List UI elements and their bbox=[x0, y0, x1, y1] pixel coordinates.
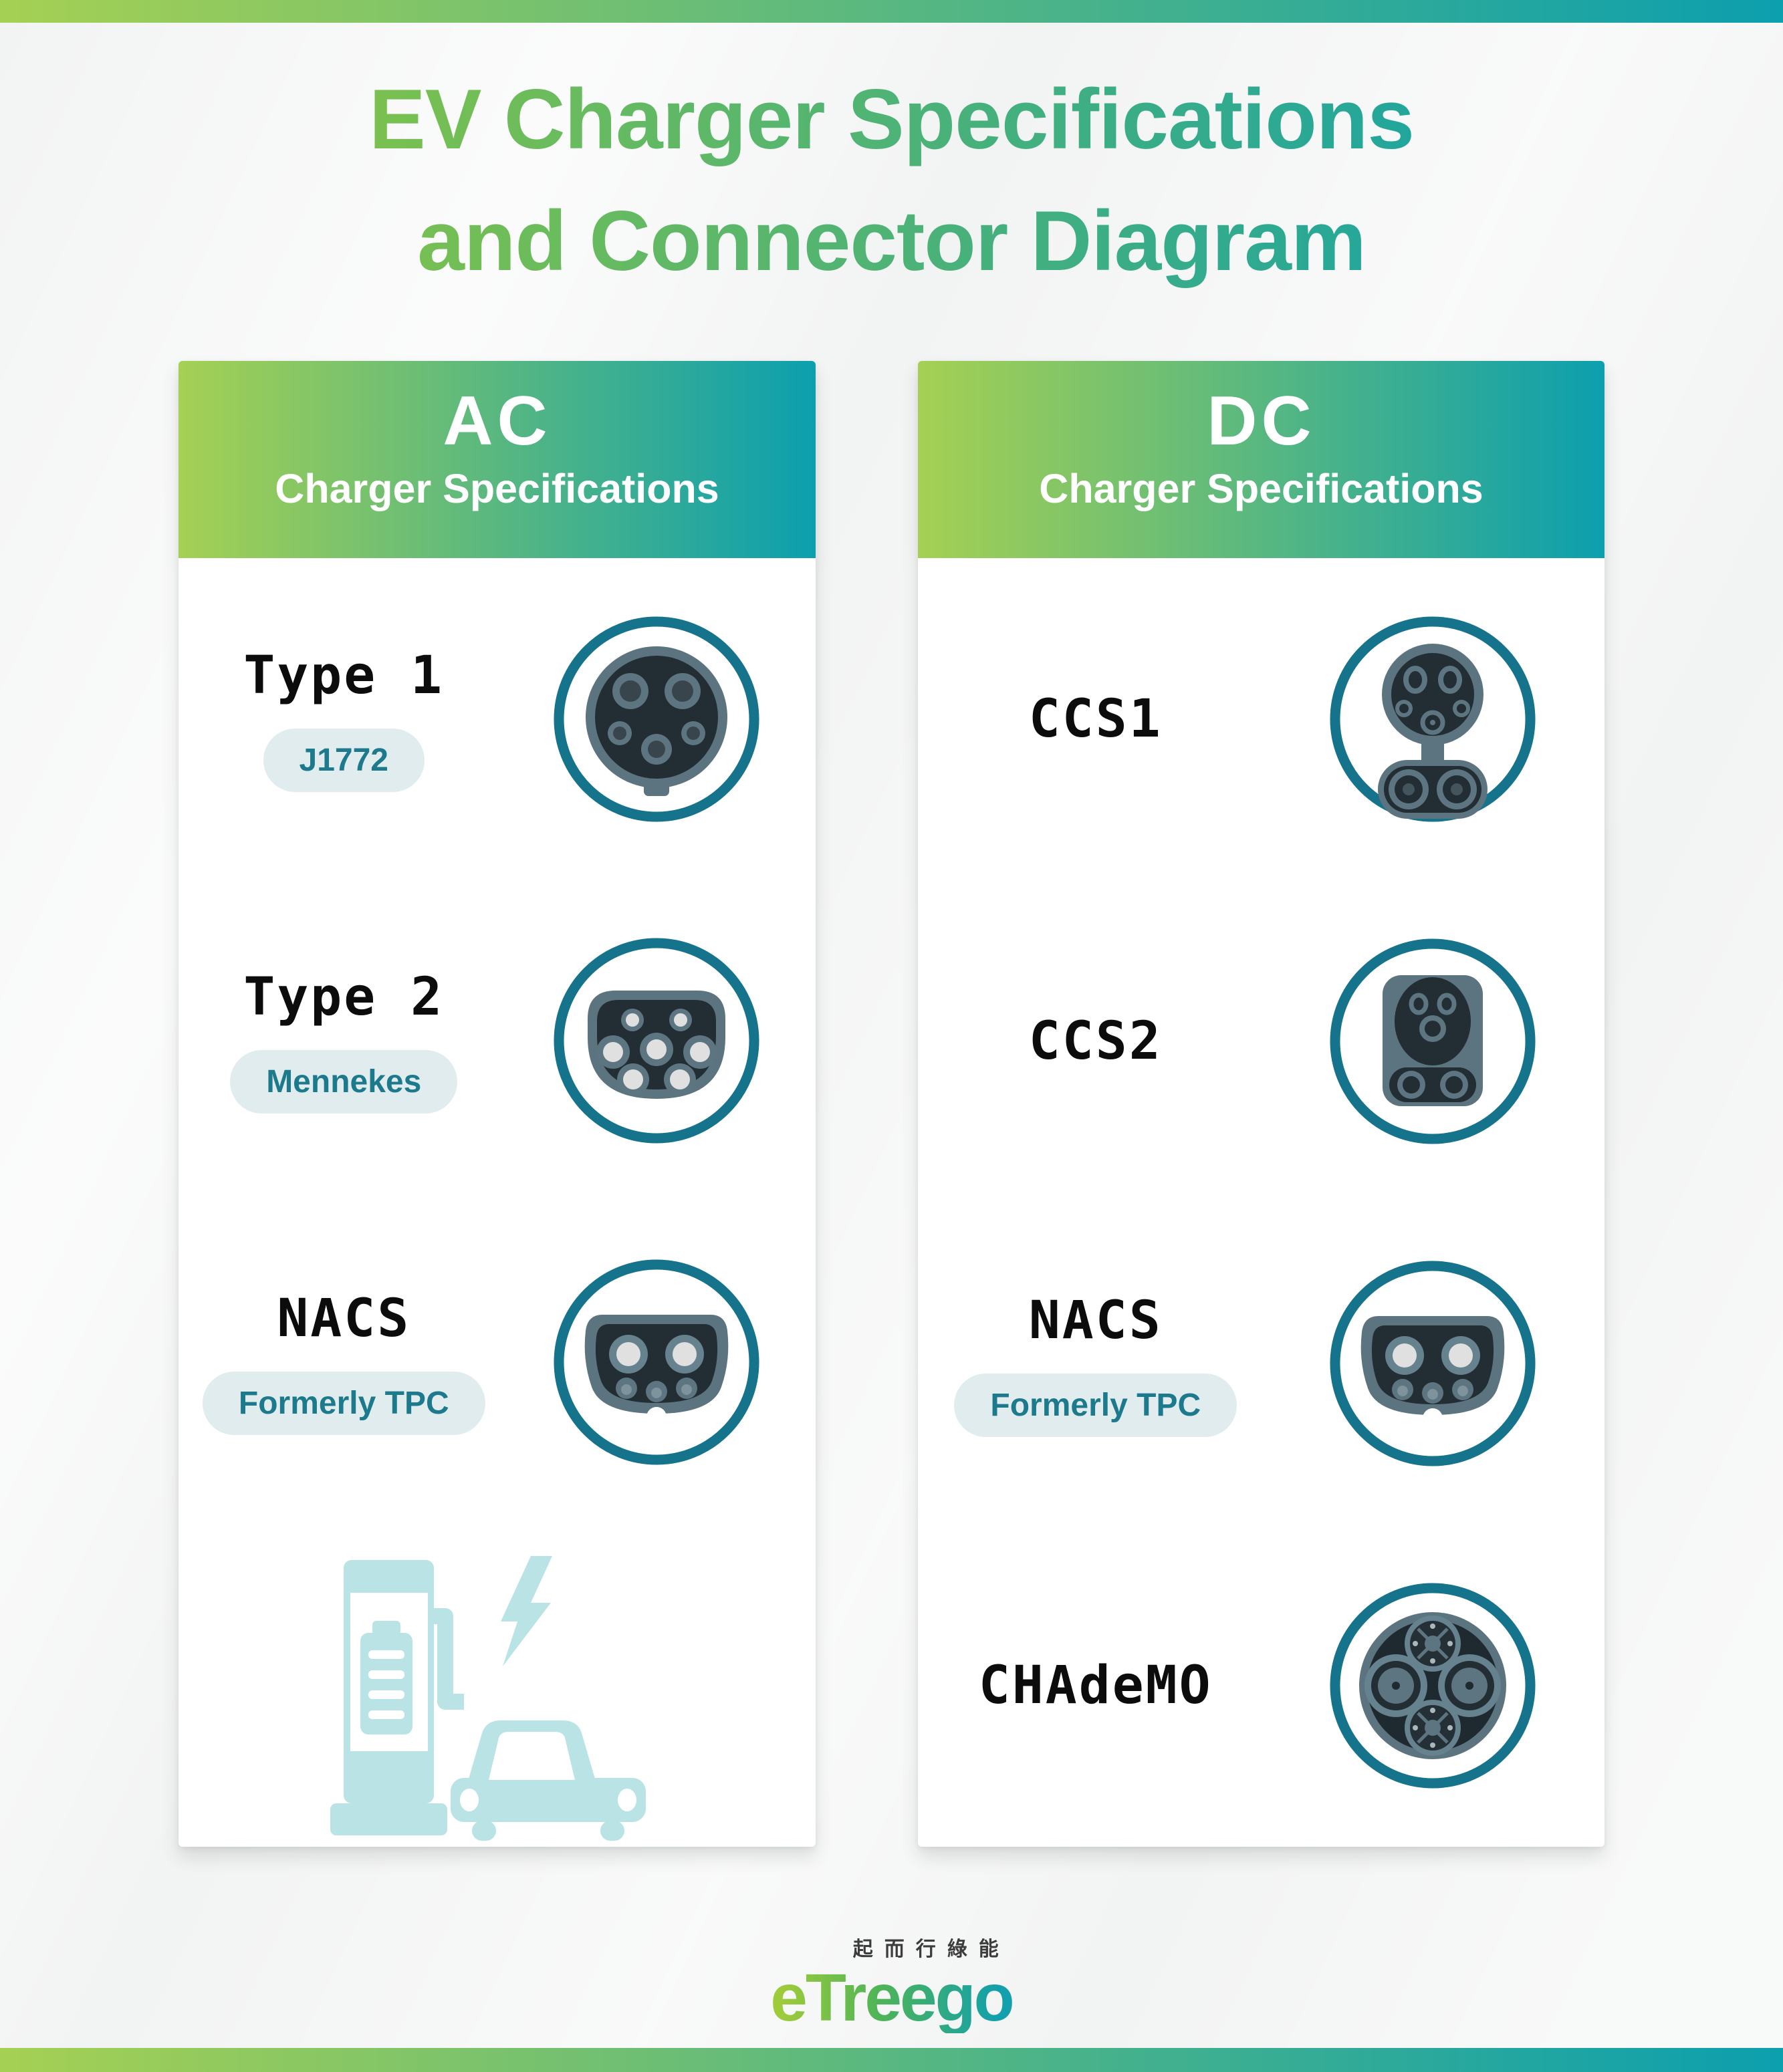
chademo-connector-icon bbox=[1262, 1582, 1605, 1789]
etreego-logo: eTreego bbox=[770, 1960, 1014, 2035]
row-ccs1: CCS1 bbox=[918, 558, 1604, 880]
row-nacs-ac: NACS Formerly TPC bbox=[179, 1201, 816, 1523]
type2-label: Type 2 bbox=[243, 967, 445, 1027]
row-chademo: CHAdeMO bbox=[918, 1525, 1604, 1847]
row-ccs2: CCS2 bbox=[918, 880, 1604, 1202]
row-type1-labels: Type 1 J1772 bbox=[179, 646, 497, 792]
dc-card-title: DC bbox=[1207, 382, 1316, 460]
ac-card-header: AC Charger Specifications bbox=[179, 361, 816, 558]
ac-card-title: AC bbox=[443, 382, 552, 460]
row-ccs2-labels: CCS2 bbox=[918, 1011, 1262, 1071]
row-nacs-dc-labels: NACS Formerly TPC bbox=[918, 1291, 1262, 1437]
row-chademo-labels: CHAdeMO bbox=[918, 1656, 1262, 1716]
ac-card: AC Charger Specifications Type 1 J1772 bbox=[179, 361, 816, 1847]
ccs1-label: CCS1 bbox=[1028, 689, 1163, 749]
type1-alias-pill: J1772 bbox=[263, 729, 425, 792]
row-nacs-ac-labels: NACS Formerly TPC bbox=[179, 1289, 497, 1435]
nacs-dc-alias-pill: Formerly TPC bbox=[954, 1373, 1237, 1437]
type1-connector-icon bbox=[497, 616, 816, 823]
nacs-connector-icon bbox=[497, 1259, 816, 1466]
title-line-2: and Connector Diagram bbox=[417, 192, 1366, 288]
dc-card-header: DC Charger Specifications bbox=[918, 361, 1604, 558]
row-type2-labels: Type 2 Mennekes bbox=[179, 967, 497, 1114]
dc-card-subtitle: Charger Specifications bbox=[1039, 466, 1483, 512]
page-title: EV Charger Specifications and Connector D… bbox=[0, 59, 1783, 301]
row-type1: Type 1 J1772 bbox=[179, 558, 816, 880]
type2-connector-icon bbox=[497, 937, 816, 1144]
nacs-label: NACS bbox=[277, 1289, 411, 1349]
ev-charging-station-illustration bbox=[327, 1523, 668, 1847]
dc-card-body: CCS1 bbox=[918, 558, 1604, 1847]
ac-card-body: Type 1 J1772 bbox=[179, 558, 816, 1847]
bottom-gradient-bar bbox=[0, 2048, 1783, 2072]
type2-alias-pill: Mennekes bbox=[230, 1050, 458, 1114]
ccs2-label: CCS2 bbox=[1028, 1011, 1163, 1071]
dc-card: DC Charger Specifications CCS1 bbox=[918, 361, 1604, 1847]
nacs-dc-label: NACS bbox=[1028, 1290, 1163, 1351]
ac-card-subtitle: Charger Specifications bbox=[275, 466, 719, 512]
ccs1-connector-icon bbox=[1262, 616, 1605, 823]
title-line-1: EV Charger Specifications bbox=[369, 72, 1414, 166]
row-illustration bbox=[179, 1523, 816, 1847]
logo-tagline: 起而行綠能 bbox=[852, 1938, 1010, 1960]
top-gradient-bar bbox=[0, 0, 1783, 23]
nacs-connector-icon bbox=[1262, 1260, 1605, 1467]
footer: 起而行綠能 eTreego bbox=[0, 1932, 1783, 2033]
row-type2: Type 2 Mennekes bbox=[179, 880, 816, 1201]
nacs-alias-pill: Formerly TPC bbox=[202, 1372, 485, 1435]
row-nacs-dc: NACS Formerly TPC bbox=[918, 1202, 1604, 1525]
chademo-label: CHAdeMO bbox=[978, 1656, 1213, 1716]
ccs2-connector-icon bbox=[1262, 938, 1605, 1145]
row-ccs1-labels: CCS1 bbox=[918, 689, 1262, 749]
logo-block: 起而行綠能 eTreego bbox=[770, 1932, 1014, 2035]
type1-label: Type 1 bbox=[243, 646, 445, 706]
